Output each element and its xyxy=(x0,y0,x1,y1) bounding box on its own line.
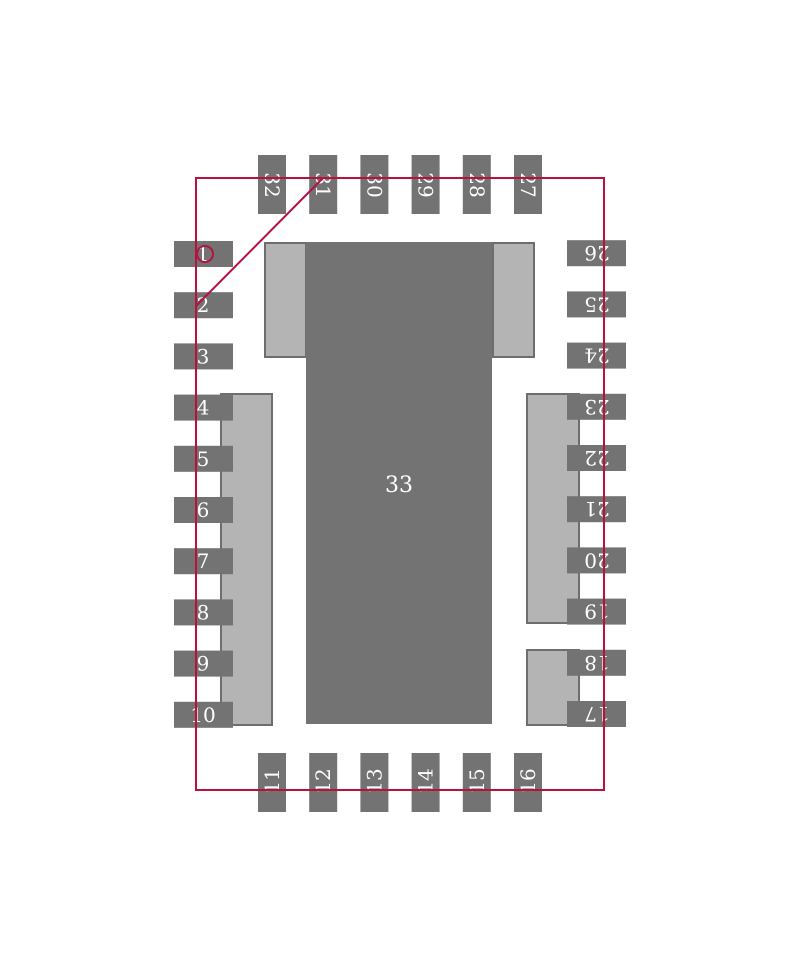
pin-32[interactable]: 32 xyxy=(258,155,286,214)
pin-pad[interactable] xyxy=(567,342,626,369)
pin-label: 17 xyxy=(584,702,609,726)
pin-3[interactable]: 3 xyxy=(174,343,233,370)
pin-13[interactable]: 13 xyxy=(360,753,389,812)
pin-pad[interactable] xyxy=(174,394,233,421)
pin-14[interactable]: 14 xyxy=(411,753,440,812)
pin-label: 21 xyxy=(584,497,609,521)
pin-19[interactable]: 19 xyxy=(567,598,626,625)
pin1-indicator-line xyxy=(195,177,324,307)
pin-label: 32 xyxy=(260,172,284,197)
pin-pad[interactable] xyxy=(567,701,626,727)
pin-12[interactable]: 12 xyxy=(309,753,338,812)
pin-label: 30 xyxy=(362,172,386,197)
pin-pad[interactable] xyxy=(411,155,440,214)
pin-pad[interactable] xyxy=(567,547,626,574)
pin-18[interactable]: 18 xyxy=(567,649,626,676)
pin-label: 9 xyxy=(197,652,210,676)
center-pad-group: 33 xyxy=(306,242,492,724)
pin-11[interactable]: 11 xyxy=(258,753,286,812)
pin-label: 4 xyxy=(197,396,210,420)
pin-pad[interactable] xyxy=(567,649,626,676)
pin-pad[interactable] xyxy=(174,701,233,728)
pin-9[interactable]: 9 xyxy=(174,650,233,677)
auxiliary-pads xyxy=(220,242,580,726)
pin-pad[interactable] xyxy=(360,753,389,812)
pin-29[interactable]: 29 xyxy=(411,155,440,214)
pin-26[interactable]: 26 xyxy=(567,240,626,267)
pin-31[interactable]: 31 xyxy=(309,155,338,214)
pin-pad[interactable] xyxy=(258,753,286,812)
pin-pad[interactable] xyxy=(174,292,233,319)
pin-20[interactable]: 20 xyxy=(567,547,626,574)
pin1-circle-marker xyxy=(196,245,214,263)
pin-pad[interactable] xyxy=(174,343,233,370)
pin-28[interactable]: 28 xyxy=(462,155,491,214)
pin-label: 19 xyxy=(584,600,609,624)
pin-label: 18 xyxy=(584,651,609,675)
pin-label: 25 xyxy=(584,292,609,316)
pin-4[interactable]: 4 xyxy=(174,394,233,421)
pin-pad[interactable] xyxy=(258,155,286,214)
pin-pad[interactable] xyxy=(174,445,233,472)
pin-pad[interactable] xyxy=(514,155,542,214)
pin-pad[interactable] xyxy=(411,753,440,812)
pin-label: 24 xyxy=(584,344,609,368)
pin-1[interactable]: 1 xyxy=(174,241,233,267)
pin-label: 29 xyxy=(414,172,438,197)
package-outline xyxy=(195,177,605,791)
pin-label: 5 xyxy=(197,447,210,471)
pin-label: 8 xyxy=(197,600,210,624)
thermal-pad-label: 33 xyxy=(385,473,413,498)
pin-pad[interactable] xyxy=(309,753,338,812)
pin-27[interactable]: 27 xyxy=(514,155,542,214)
aux-pad-top-left[interactable] xyxy=(264,242,307,358)
pin-16[interactable]: 16 xyxy=(514,753,542,812)
pin-pad[interactable] xyxy=(360,155,389,214)
pin-pad[interactable] xyxy=(514,753,542,812)
pin-label: 6 xyxy=(197,498,210,522)
thermal-pad-33[interactable] xyxy=(306,242,492,724)
pin-17[interactable]: 17 xyxy=(567,701,626,727)
pin-25[interactable]: 25 xyxy=(567,291,626,318)
pin-22[interactable]: 22 xyxy=(567,445,626,471)
pin-23[interactable]: 23 xyxy=(567,393,626,420)
pin-pad[interactable] xyxy=(567,598,626,625)
pin-pad[interactable] xyxy=(174,650,233,677)
pin-pad[interactable] xyxy=(567,291,626,318)
pin-label: 7 xyxy=(197,549,210,573)
pin-label: 23 xyxy=(584,395,609,419)
pin-pad[interactable] xyxy=(462,155,491,214)
pin-pad[interactable] xyxy=(567,240,626,267)
pin-label: 10 xyxy=(190,703,215,727)
pin-label: 26 xyxy=(584,241,609,265)
pin-24[interactable]: 24 xyxy=(567,342,626,369)
pin-7[interactable]: 7 xyxy=(174,548,233,575)
pin-pad[interactable] xyxy=(174,497,233,523)
pin-21[interactable]: 21 xyxy=(567,496,626,523)
pin-pad[interactable] xyxy=(174,599,233,626)
pin-6[interactable]: 6 xyxy=(174,497,233,523)
pin-label: 22 xyxy=(584,446,609,470)
body-outline xyxy=(195,177,605,791)
pin-15[interactable]: 15 xyxy=(462,753,491,812)
pin-pad[interactable] xyxy=(462,753,491,812)
pin-5[interactable]: 5 xyxy=(174,445,233,472)
pin-pad[interactable] xyxy=(567,445,626,471)
pin-label: 3 xyxy=(197,344,210,368)
pin-pad[interactable] xyxy=(309,155,338,214)
pin-label: 28 xyxy=(465,172,489,197)
pin-pad[interactable] xyxy=(174,548,233,575)
pin-label: 27 xyxy=(516,172,540,197)
pin-pad[interactable] xyxy=(567,496,626,523)
aux-pad-top-right[interactable] xyxy=(492,242,535,358)
pin-label: 20 xyxy=(584,548,609,572)
pin-10[interactable]: 10 xyxy=(174,701,233,728)
pin-2[interactable]: 2 xyxy=(174,292,233,319)
pin-label: 2 xyxy=(197,293,210,317)
pin-pad[interactable] xyxy=(567,393,626,420)
pin-30[interactable]: 30 xyxy=(360,155,389,214)
pin-8[interactable]: 8 xyxy=(174,599,233,626)
